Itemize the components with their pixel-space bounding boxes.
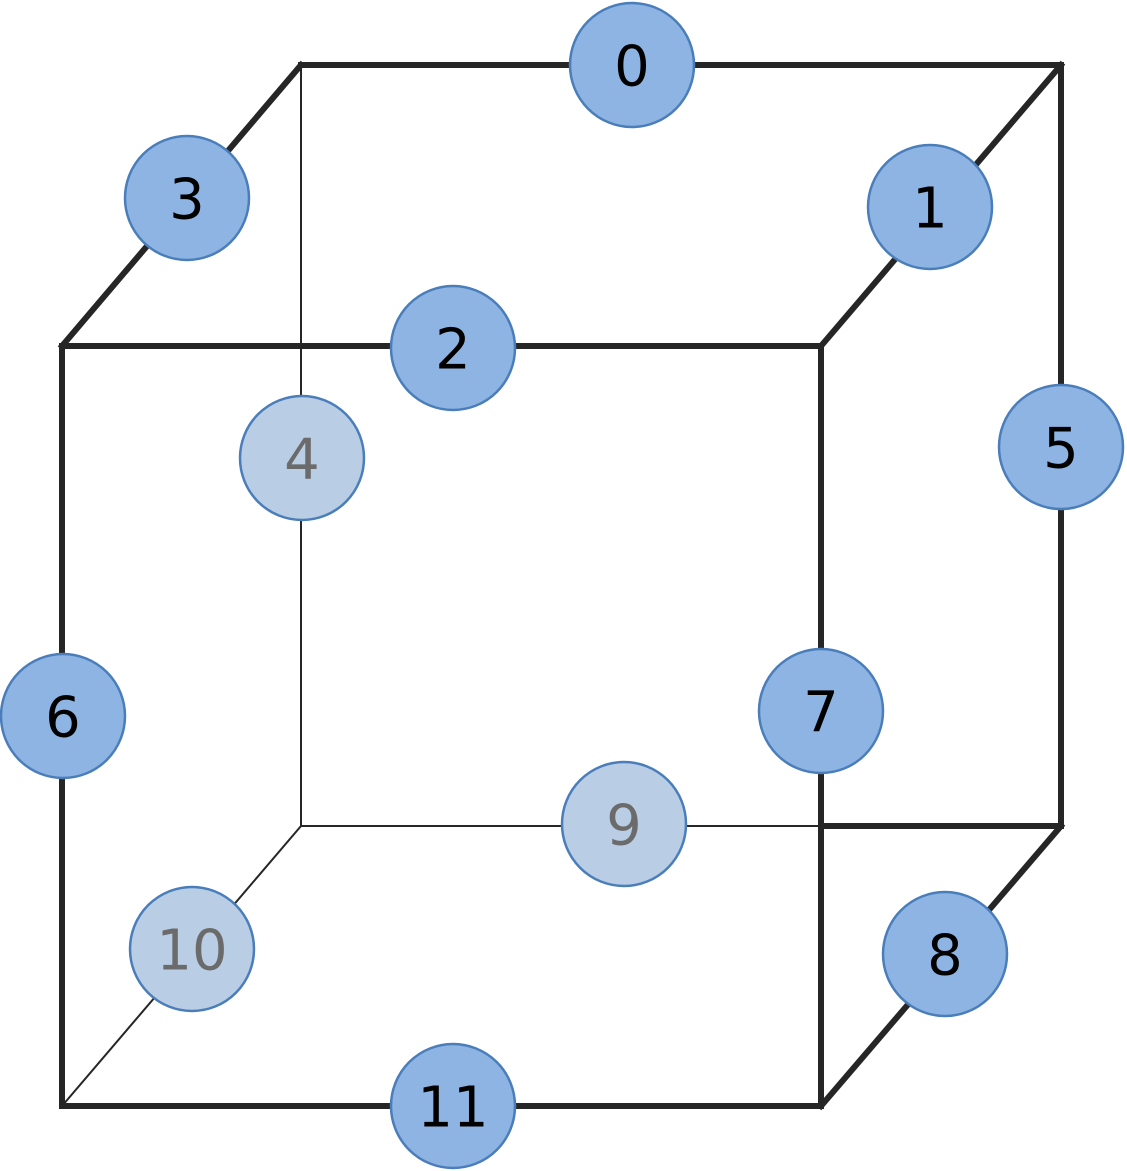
node-1: 1 [866, 143, 994, 271]
node-0: 0 [568, 1, 696, 129]
node-label: 10 [156, 919, 227, 984]
node-5: 5 [997, 383, 1125, 511]
node-circle [389, 284, 517, 412]
node-2: 2 [389, 284, 517, 412]
node-circle [997, 383, 1125, 511]
node-circle [123, 134, 251, 262]
node-9-hidden: 9 [560, 760, 688, 888]
node-circle [238, 394, 366, 522]
node-label: 0 [614, 35, 650, 100]
node-3: 3 [123, 134, 251, 262]
node-circle [866, 143, 994, 271]
node-label: 7 [803, 681, 839, 746]
node-label: 6 [45, 686, 81, 751]
node-label: 3 [169, 168, 205, 233]
node-4-hidden: 4 [238, 394, 366, 522]
node-label: 1 [912, 177, 948, 242]
node-circle [128, 885, 256, 1013]
node-7: 7 [757, 647, 885, 775]
node-label: 8 [927, 924, 963, 989]
node-circle [560, 760, 688, 888]
node-6: 6 [0, 652, 127, 780]
node-label: 2 [435, 318, 471, 383]
node-8: 8 [881, 890, 1009, 1018]
node-circle [881, 890, 1009, 1018]
node-circle [568, 1, 696, 129]
node-label: 9 [606, 794, 642, 859]
node-circle [389, 1042, 517, 1170]
node-circle [0, 652, 127, 780]
node-10-hidden: 10 [128, 885, 256, 1013]
node-label: 4 [284, 428, 320, 493]
node-circle [757, 647, 885, 775]
node-label: 11 [417, 1076, 488, 1141]
node-label: 5 [1043, 417, 1079, 482]
node-11: 11 [389, 1042, 517, 1170]
